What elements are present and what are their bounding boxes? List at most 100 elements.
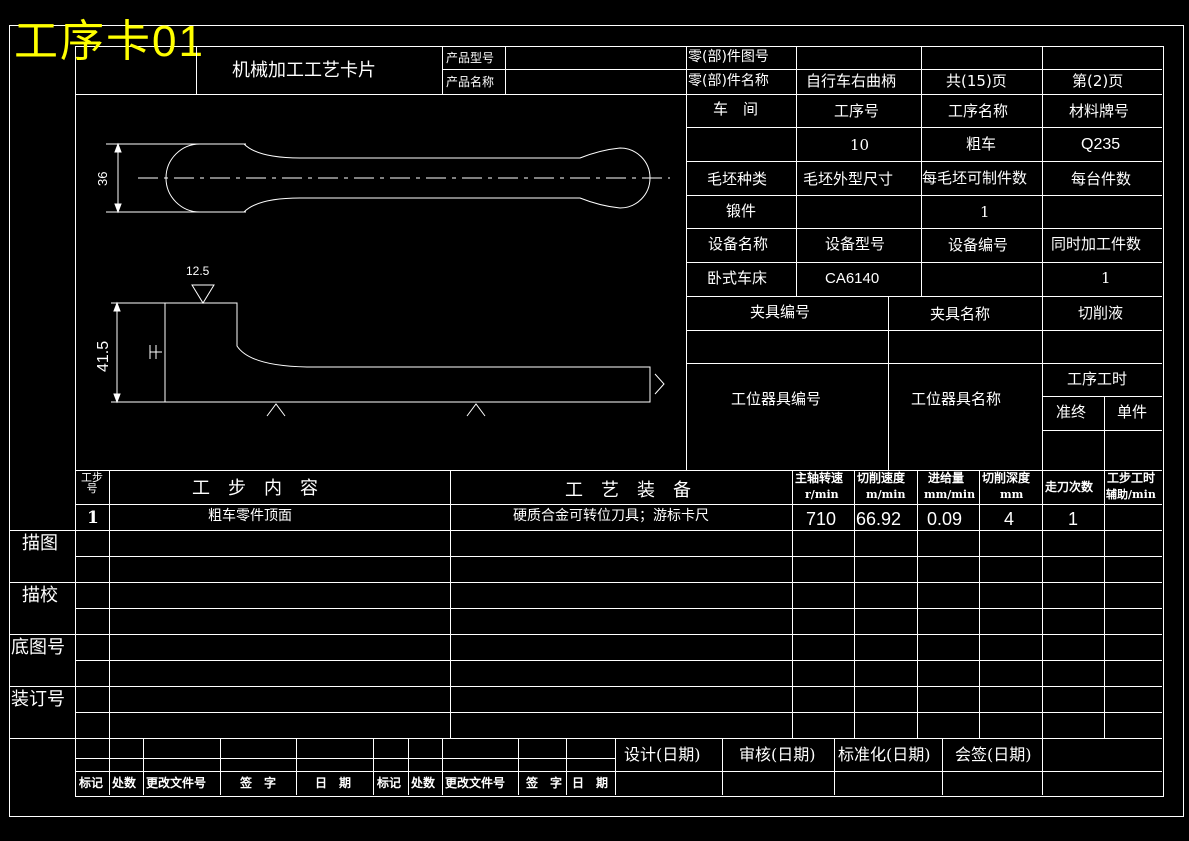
- standard-label: 标准化(日期): [838, 745, 931, 764]
- total-pages: 共(15)页: [946, 72, 1007, 90]
- card-title: 机械加工工艺卡片: [232, 60, 376, 81]
- grid-line: [75, 712, 1162, 713]
- step-time-header: 工步工时: [1107, 471, 1156, 485]
- grid-line: [1042, 46, 1043, 94]
- design-label: 设计(日期): [624, 745, 701, 764]
- grid-line: [196, 46, 197, 94]
- single-label: 单件: [1117, 403, 1148, 421]
- place-label-1: 处数: [112, 776, 137, 790]
- cutting-speed-header: 切削速度: [857, 471, 906, 485]
- inner-frame: [75, 46, 1164, 797]
- side-label-trace-check: 描校: [22, 585, 58, 606]
- grid-line: [686, 296, 1162, 297]
- grid-line: [75, 504, 1162, 505]
- change-doc-label-1: 更改文件号: [146, 776, 207, 790]
- grid-line: [686, 228, 1162, 229]
- grid-line: [373, 738, 374, 795]
- row-1-passes: 1: [1068, 509, 1079, 529]
- depth-header: 切削深度: [982, 471, 1031, 485]
- grid-line: [796, 46, 797, 94]
- op-time-label: 工序工时: [1067, 370, 1128, 388]
- grid-line: [888, 296, 889, 470]
- equip-name: 卧式车床: [707, 269, 768, 287]
- per-unit-label: 每台件数: [1071, 170, 1132, 188]
- grid-line: [75, 556, 1162, 557]
- grid-line: [296, 738, 297, 795]
- banner-title: 工序卡01: [14, 17, 205, 66]
- grid-line: [143, 738, 144, 795]
- spindle-header: 主轴转速: [795, 471, 844, 485]
- grid-line: [442, 69, 1162, 70]
- simultaneous-label: 同时加工件数: [1051, 235, 1142, 253]
- per-blank: 1: [980, 203, 990, 221]
- grid-line: [408, 738, 409, 795]
- passes-header: 走刀次数: [1045, 480, 1094, 494]
- grid-line: [109, 738, 110, 795]
- grid-line: [505, 46, 506, 94]
- grid-line: [442, 46, 443, 94]
- outer-frame: [9, 25, 1184, 817]
- grid-line: [9, 634, 1162, 635]
- station-tool-no-label: 工位器具编号: [731, 390, 822, 408]
- equip-model: CA6140: [825, 270, 880, 287]
- row-1-content: 粗车零件顶面: [208, 508, 292, 524]
- dim-height: 41.5: [95, 340, 112, 372]
- grid-line: [686, 46, 687, 94]
- dim-width: 36: [95, 171, 110, 186]
- aux-time-header: 辅助/min: [1106, 488, 1156, 501]
- grid-line: [75, 608, 1162, 609]
- cutting-speed-unit: m/min: [866, 488, 906, 501]
- per-blank-label: 每毛坯可制件数: [922, 169, 1028, 187]
- blank-size-label: 毛坯外型尺寸: [803, 170, 894, 188]
- simultaneous: 1: [1101, 269, 1111, 287]
- op-name-label: 工序名称: [948, 102, 1009, 120]
- op-name: 粗车: [966, 135, 997, 153]
- op-no-label: 工序号: [834, 102, 880, 120]
- grid-line: [854, 470, 855, 738]
- grid-line: [722, 738, 723, 795]
- side-label-binding: 装订号: [11, 689, 65, 710]
- grid-line: [518, 738, 519, 795]
- row-1-equipment: 硬质合金可转位刀具；游标卡尺: [513, 508, 709, 524]
- grid-line: [1042, 738, 1043, 795]
- product-name-label: 产品名称: [446, 75, 495, 89]
- grid-line: [1042, 94, 1043, 470]
- feed-header: 进给量: [928, 471, 965, 485]
- grid-line: [1042, 396, 1162, 397]
- review-label: 审核(日期): [739, 745, 816, 764]
- equip-model-label: 设备型号: [825, 235, 886, 253]
- coolant-label: 切削液: [1078, 304, 1124, 322]
- grid-line: [75, 758, 615, 759]
- part-drawing: [106, 142, 670, 417]
- grid-line: [686, 161, 1162, 162]
- mark-label-1: 标记: [79, 776, 104, 790]
- grid-line: [75, 771, 1162, 772]
- spindle-unit: r/min: [805, 488, 839, 501]
- grid-line: [686, 363, 1162, 364]
- countersign-label: 会签(日期): [955, 745, 1032, 764]
- feed-unit: mm/min: [924, 488, 976, 501]
- grid-line: [566, 738, 567, 795]
- grid-line: [942, 738, 943, 795]
- row-1-cutting-speed: 66.92: [856, 509, 902, 529]
- sign-label-1: 签 字: [240, 776, 277, 790]
- blank-type: 锻件: [726, 202, 757, 220]
- grid-line: [450, 470, 451, 738]
- grid-line: [686, 262, 1162, 263]
- material-label: 材料牌号: [1069, 102, 1130, 120]
- workshop-label: 车 间: [713, 100, 759, 118]
- grid-line: [9, 582, 1162, 583]
- product-model-label: 产品型号: [446, 51, 495, 65]
- grid-line: [1042, 430, 1162, 431]
- page-number: 第(2)页: [1072, 72, 1124, 90]
- grid-line: [686, 330, 1162, 331]
- grid-line: [1104, 470, 1105, 738]
- mark-label-2: 标记: [377, 776, 402, 790]
- step-content-header: 工 步 内 容: [192, 478, 318, 499]
- grid-line: [921, 94, 922, 296]
- row-1-spindle: 710: [806, 509, 837, 529]
- equip-no-label: 设备编号: [948, 236, 1009, 254]
- step-no-header: 工步号: [81, 471, 103, 495]
- fixture-name-label: 夹具名称: [930, 305, 991, 323]
- grid-line: [792, 470, 793, 738]
